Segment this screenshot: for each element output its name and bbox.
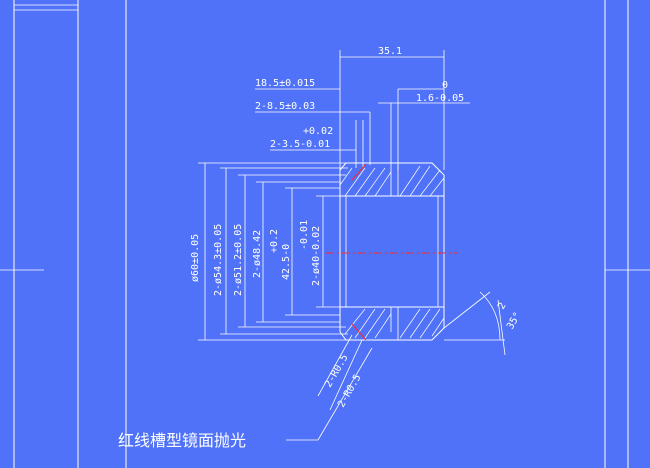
dim-length-a: 18.5±0.015: [255, 78, 315, 89]
dim-length-b: 2-8.5±0.03: [255, 101, 315, 112]
note-leader: [286, 347, 373, 441]
diameter-dimensions: [198, 162, 348, 341]
dim-length-c: 2-3.5-0.01: [270, 139, 330, 150]
dim-tol-b-upper: +0.02: [303, 126, 333, 137]
dim-dia-4: 42.5-0: [281, 244, 292, 280]
dim-dia-4-tol: +0.2: [269, 229, 280, 253]
dim-dia-5: 2-ø40-0.02: [311, 226, 322, 286]
part-section: [326, 162, 458, 341]
dim-chamfer-1: 2: [496, 301, 509, 312]
dim-radius-2: 2-R0.5: [336, 373, 364, 410]
radius-leaders: [317, 334, 363, 411]
dim-dia-outer: ø60±0.05: [190, 234, 201, 282]
dim-dia-5-tol: -0.01: [299, 220, 310, 250]
dim-overall-length: 35.1: [378, 46, 402, 57]
dim-dia-3: 2-ø48.42: [252, 230, 263, 278]
dim-tol-lower-a: 1.6-0.05: [416, 93, 464, 104]
dim-dia-1: 2-ø54.3±0.05: [213, 224, 224, 296]
dim-chamfer-2: 35°: [505, 310, 524, 331]
top-dimensions: [255, 50, 470, 170]
chamfer-dimension: [443, 291, 506, 356]
polish-note: 红线槽型镜面抛光: [118, 431, 246, 450]
dim-dia-2: 2-ø51.2±0.05: [233, 224, 244, 296]
dim-tol-upper-a: 0: [442, 80, 448, 91]
